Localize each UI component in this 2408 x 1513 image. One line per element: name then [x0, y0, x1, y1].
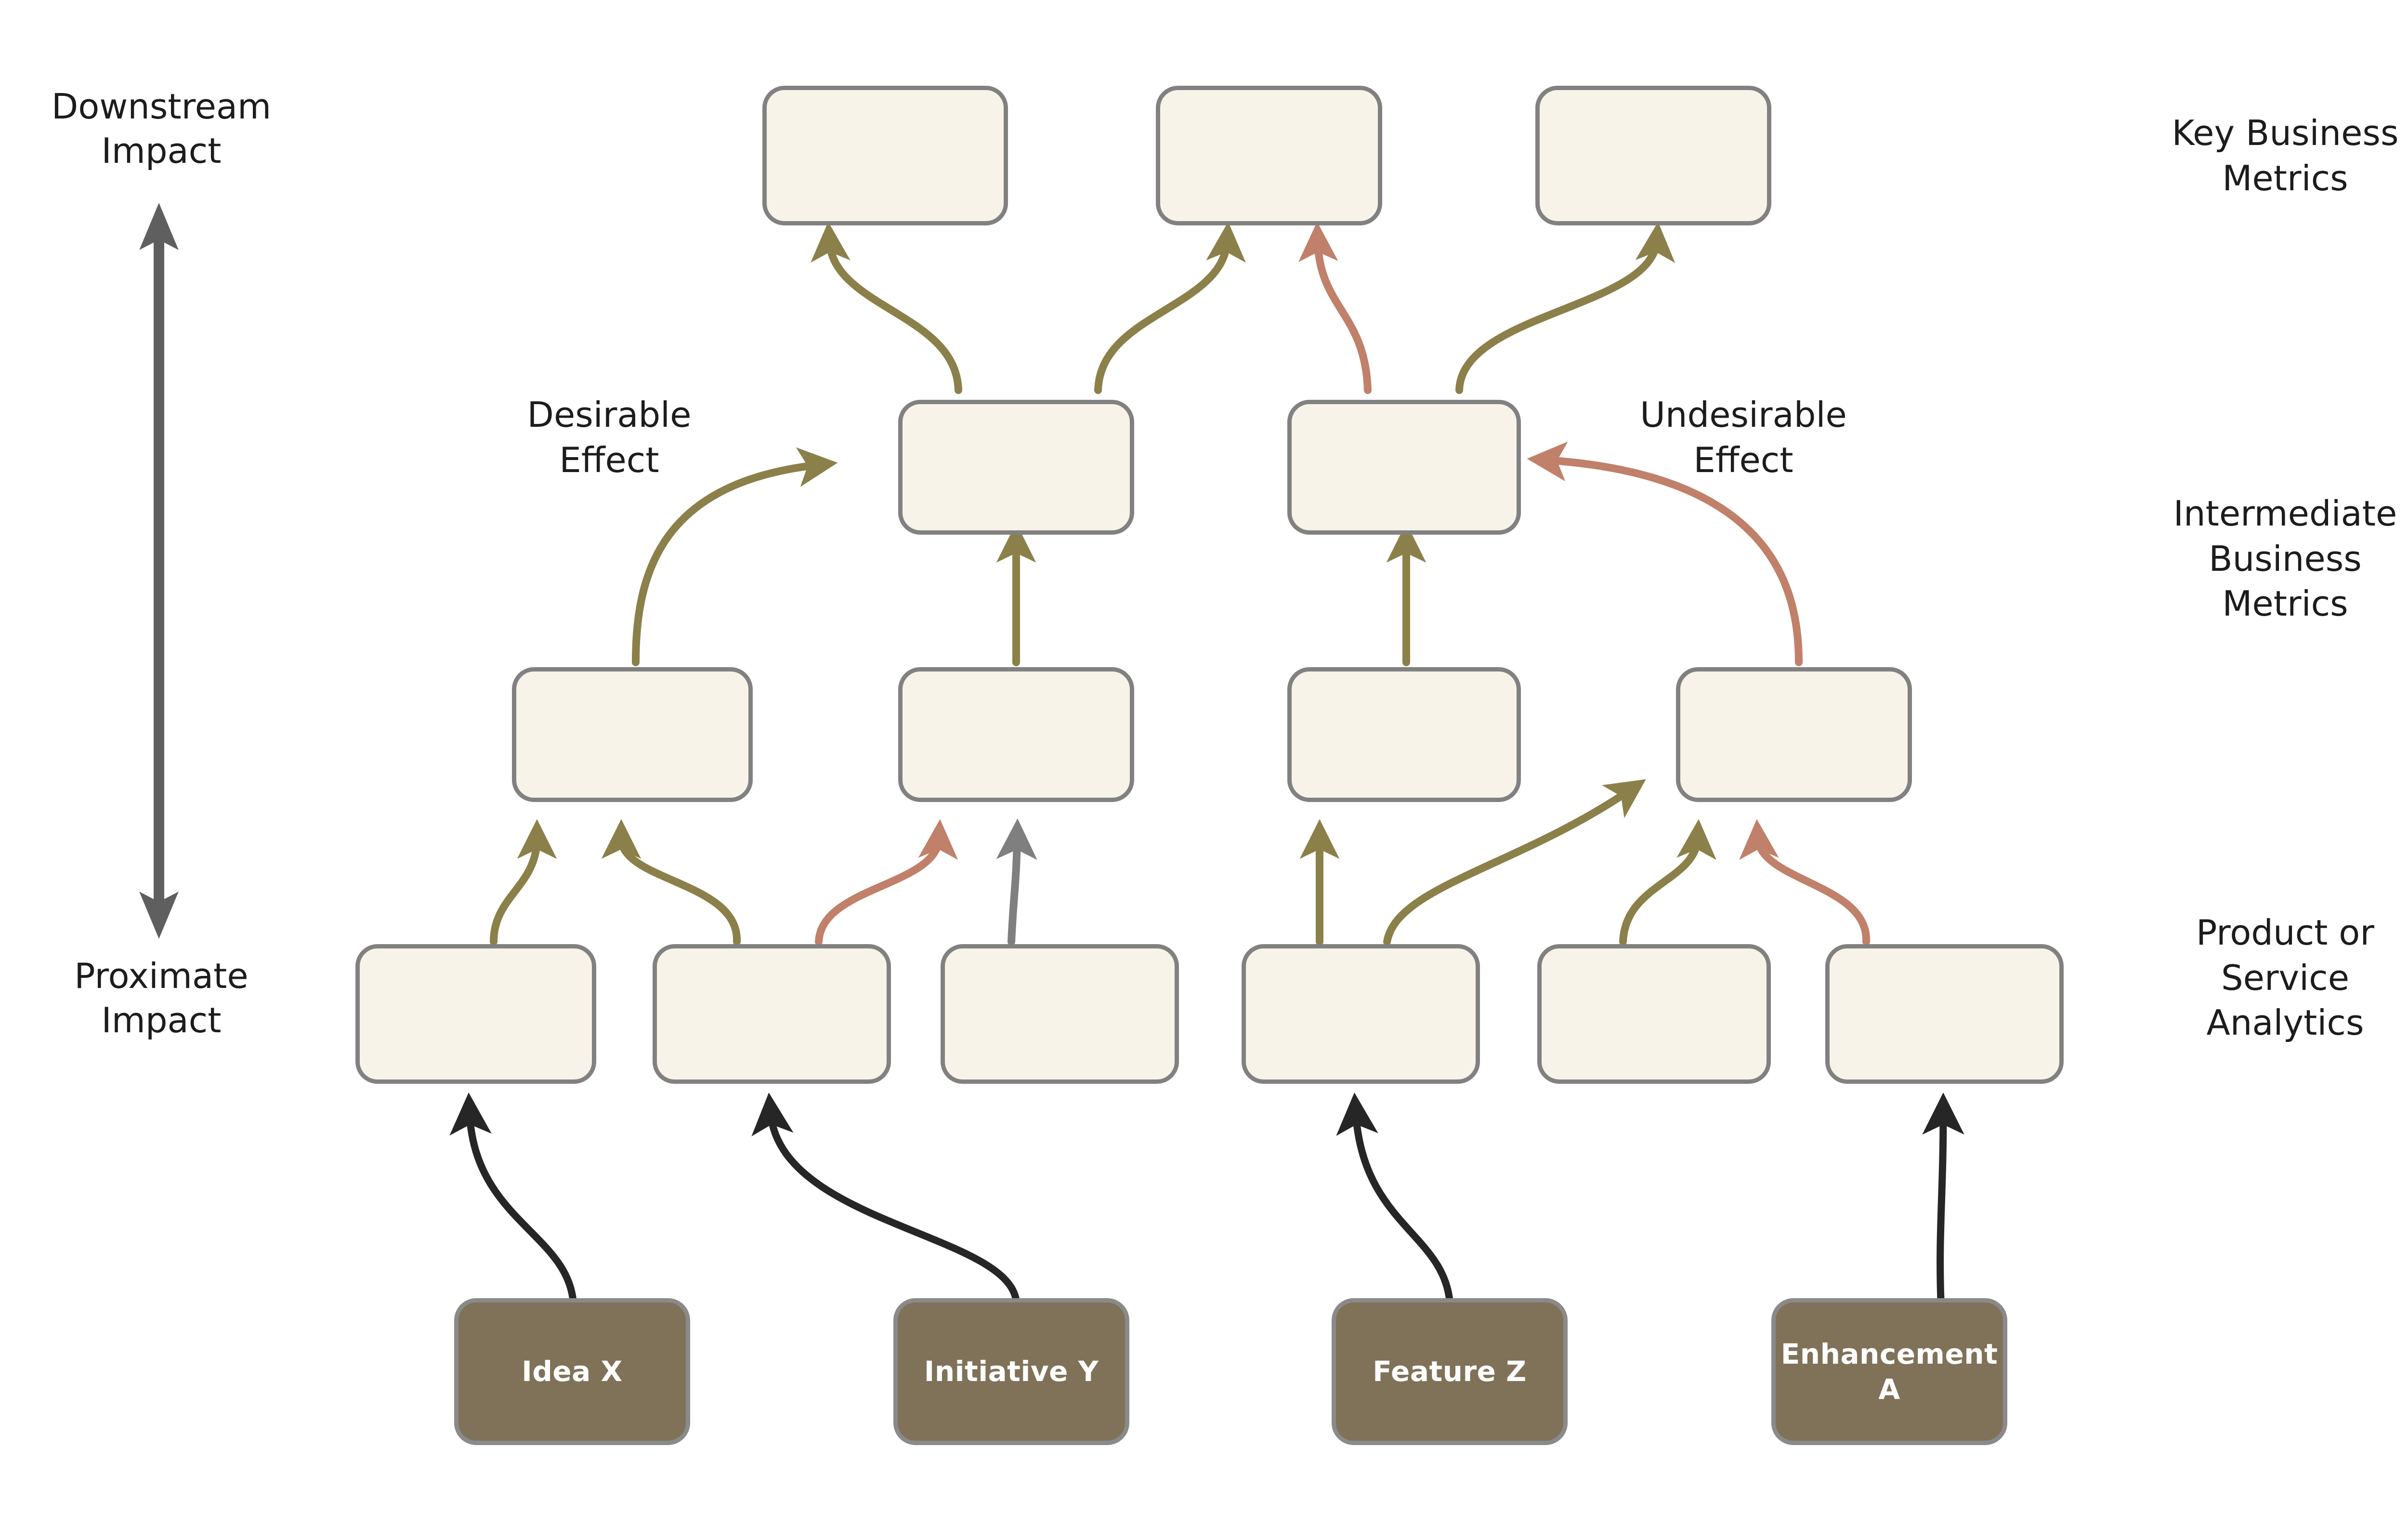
key-business-metric-box-3[interactable] [1535, 86, 1771, 225]
intermediate-business-metric-box-1[interactable] [898, 400, 1134, 535]
analytics-upper-box-1[interactable] [512, 667, 753, 802]
intermediate-to-key-arrows [811, 222, 1675, 394]
lane-label-psa-line2: Service [2221, 957, 2350, 998]
axis-label-downstream-line2: Impact [101, 131, 222, 171]
analytics-to-intermediate-arrows [632, 447, 1426, 666]
analytics-lower-box-3[interactable] [941, 944, 1179, 1084]
edge-label-undesirable-line2: Effect [1693, 439, 1793, 480]
axis-label-proximate-line1: Proximate [74, 956, 249, 996]
lane-label-kbm-line1: Key Business [2172, 113, 2399, 153]
analytics-lower-box-6[interactable] [1825, 944, 2064, 1084]
edge-label-undesirable-line1: Undesirable [1640, 395, 1847, 435]
key-business-metric-box-1[interactable] [762, 86, 1008, 225]
lane-label-key-business-metrics: Key Business Metrics [2119, 111, 2408, 201]
desirable-effect-arrows-lower [490, 779, 1716, 946]
axis-label-proximate-impact: Proximate Impact [14, 954, 308, 1042]
intermediate-to-key-undesirable-arrow [1298, 222, 1372, 394]
lane-label-psa-line1: Product or [2196, 912, 2374, 953]
undesirable-effect-arrows-lower [815, 819, 1871, 946]
analytics-lower-box-5[interactable] [1537, 944, 1771, 1084]
undesirable-to-intermediate-arrow [1527, 441, 1803, 666]
analytics-lower-box-2[interactable] [653, 944, 891, 1084]
edge-label-desirable-effect: Desirable Effect [482, 393, 737, 483]
lane-label-ibm-line3: Metrics [2222, 583, 2348, 624]
neutral-effect-arrow [996, 818, 1037, 946]
axis-label-proximate-line2: Impact [101, 1000, 222, 1041]
lane-label-product-or-service-analytics: Product or Service Analytics [2119, 910, 2408, 1046]
idea-box-idea-x[interactable]: Idea X [454, 1298, 690, 1445]
analytics-lower-box-4[interactable] [1242, 944, 1480, 1084]
idea-label-enhancement-a: Enhancement A [1780, 1338, 1998, 1406]
idea-label-idea-x: Idea X [522, 1355, 623, 1388]
edge-label-desirable-line2: Effect [559, 439, 659, 480]
lane-label-ibm-line1: Intermediate [2173, 493, 2397, 534]
analytics-upper-box-4[interactable] [1676, 667, 1912, 802]
idea-box-enhancement-a[interactable]: Enhancement A [1771, 1298, 2007, 1445]
analytics-upper-box-3[interactable] [1287, 667, 1521, 802]
analytics-upper-box-2[interactable] [898, 667, 1134, 802]
lane-label-intermediate-business-metrics: Intermediate Business Metrics [2119, 491, 2408, 627]
axis-label-downstream-line1: Downstream [51, 86, 272, 127]
idea-to-analytics-arrows [449, 1092, 1964, 1304]
idea-label-initiative-y: Initiative Y [924, 1355, 1099, 1388]
edge-label-desirable-line1: Desirable [527, 395, 692, 435]
axis-label-downstream-impact: Downstream Impact [14, 84, 308, 173]
edge-label-undesirable-effect: Undesirable Effect [1599, 393, 1888, 483]
idea-box-feature-z[interactable]: Feature Z [1332, 1298, 1568, 1445]
idea-label-feature-z: Feature Z [1373, 1355, 1527, 1388]
lane-label-kbm-line2: Metrics [2222, 158, 2348, 198]
lane-label-ibm-line2: Business [2209, 538, 2362, 579]
analytics-lower-box-1[interactable] [355, 944, 596, 1084]
key-business-metric-box-2[interactable] [1156, 86, 1382, 225]
idea-box-initiative-y[interactable]: Initiative Y [893, 1298, 1129, 1445]
intermediate-business-metric-box-2[interactable] [1287, 400, 1521, 535]
lane-label-psa-line3: Analytics [2206, 1002, 2364, 1043]
